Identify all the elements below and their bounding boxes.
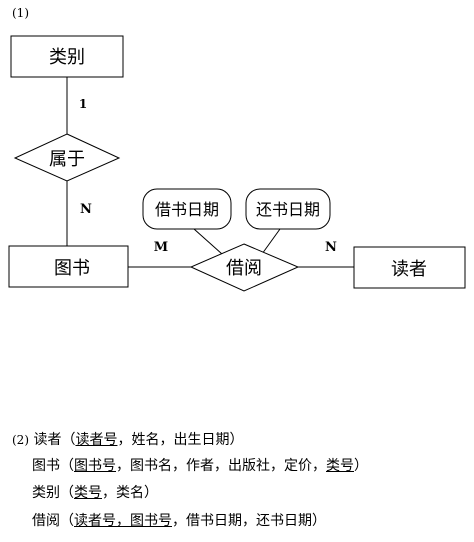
entity-book-label: 图书 xyxy=(54,258,90,279)
schema-line-category: 类别（类号，类名） xyxy=(32,486,158,500)
schema-borrow-rest: ，借书日期，还书日期） xyxy=(172,513,326,529)
cardinality-belongs-book: N xyxy=(80,202,92,217)
schema-reader-open: （ xyxy=(61,432,76,448)
schema-borrow-open: （ xyxy=(60,513,74,529)
entity-reader-label: 读者 xyxy=(391,259,427,280)
schema-book-close: ） xyxy=(354,458,368,474)
entity-category-label: 类别 xyxy=(49,47,85,68)
attribute-borrow-date-label: 借书日期 xyxy=(155,200,219,219)
edge-borrowdate-borrow xyxy=(193,228,223,255)
schema-line-book: 图书（图书号，图书名，作者，出版社，定价，类号） xyxy=(32,459,368,473)
schema-line-borrow: 借阅（读者号，图书号，借书日期，还书日期） xyxy=(32,514,326,528)
relationship-borrow-label: 借阅 xyxy=(226,258,262,279)
schema-book-mid: ，图书名，作者，出版社，定价， xyxy=(116,458,326,474)
attribute-return-date-label: 还书日期 xyxy=(256,200,320,219)
entity-reader-box xyxy=(353,246,466,289)
schema-borrow-name: 借阅 xyxy=(32,513,60,529)
edge-returndate-borrow xyxy=(261,228,281,255)
relationship-belongs-diamond xyxy=(13,133,121,182)
schema-reader-rest: ，姓名，出生日期） xyxy=(117,432,244,448)
schema-category-open: （ xyxy=(60,485,74,501)
attribute-borrow-date-box xyxy=(142,188,232,230)
cardinality-borrow-reader: N xyxy=(325,240,337,255)
schema-borrow-sep: ， xyxy=(116,513,130,529)
schema-book-open: （ xyxy=(60,458,74,474)
schema-category-name: 类别 xyxy=(32,485,60,501)
relationship-belongs-label: 属于 xyxy=(49,149,85,170)
schema-book-fk: 类号 xyxy=(326,458,354,474)
cardinality-category-belongs: 1 xyxy=(79,97,87,111)
er-diagram: 类别 属于 图书 借书日期 还书日期 借阅 读者 1 N M N xyxy=(8,35,466,292)
cardinality-book-borrow: M xyxy=(154,240,168,255)
schema-book-key: 图书号 xyxy=(74,458,116,474)
schema-borrow-key2: 图书号 xyxy=(130,513,172,529)
schema-borrow-key1: 读者号 xyxy=(74,513,116,529)
entity-category-box xyxy=(10,35,124,78)
schema-line-reader: (2) 读者（读者号，姓名，出生日期） xyxy=(12,433,243,447)
schema-reader-name: 读者 xyxy=(33,432,62,448)
schema-category-key: 类号 xyxy=(74,485,102,501)
entity-book-box xyxy=(8,245,129,288)
schema-book-name: 图书 xyxy=(32,458,60,474)
part-1-label: (1) xyxy=(12,6,29,20)
relationship-borrow-diamond xyxy=(189,243,300,292)
schema-category-rest: ，类名） xyxy=(102,485,158,501)
attribute-return-date-box xyxy=(245,188,331,230)
schema-label: (2) xyxy=(12,433,29,447)
schema-reader-key: 读者号 xyxy=(75,432,118,448)
